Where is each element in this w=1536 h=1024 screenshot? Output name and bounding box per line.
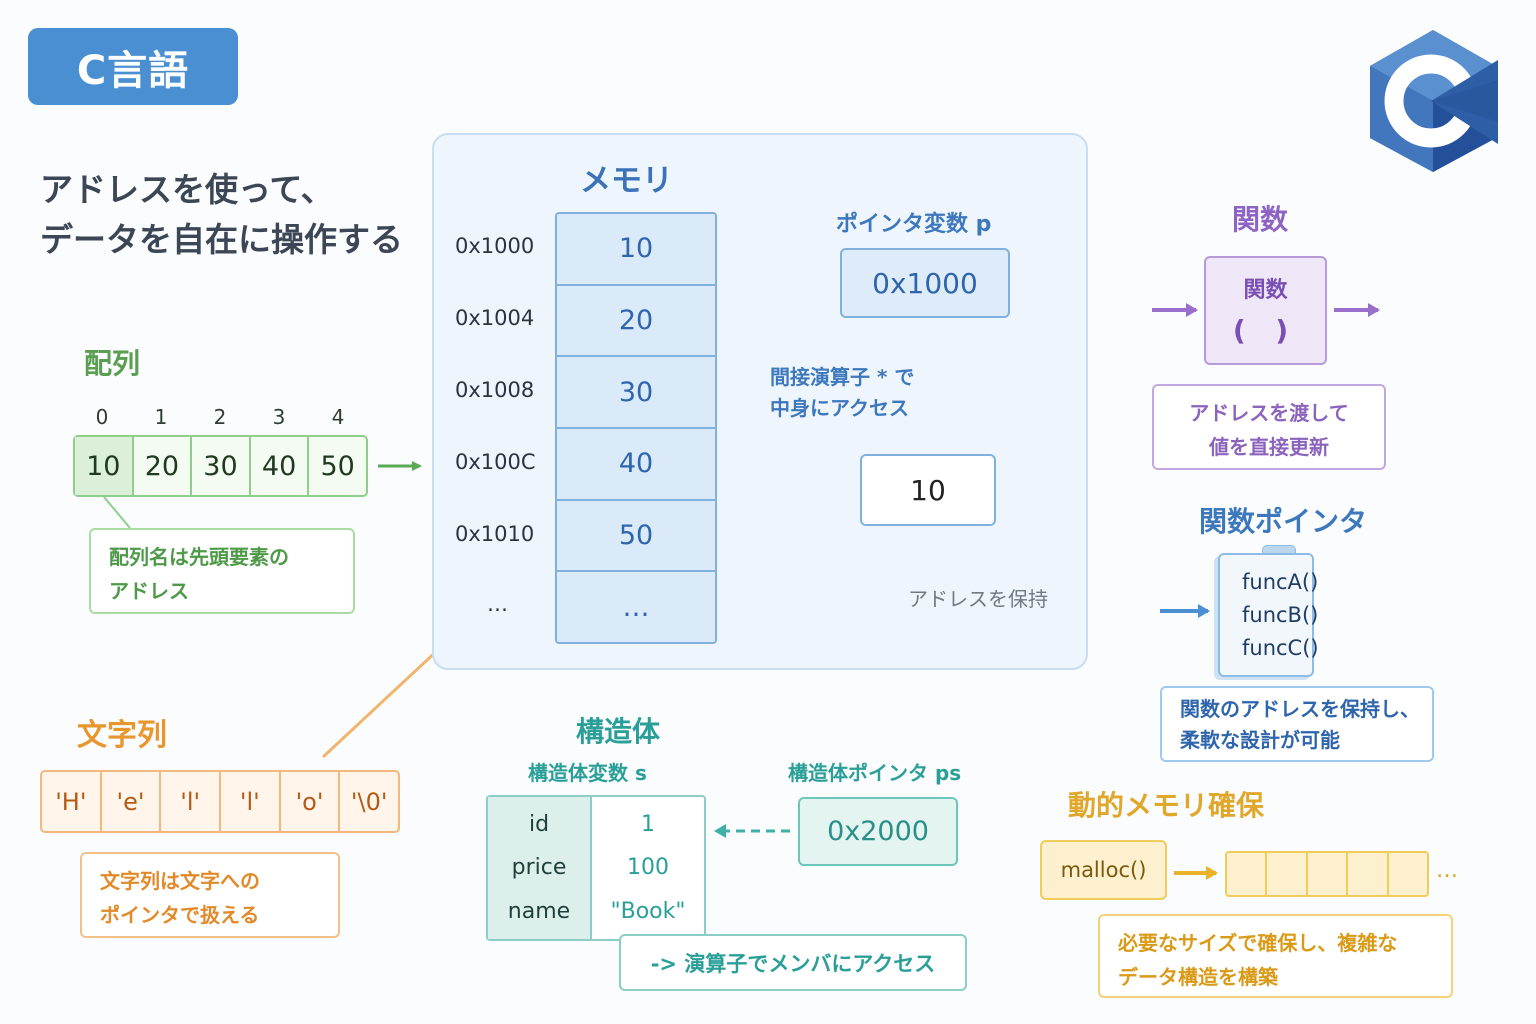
- array-cell: 10: [75, 437, 134, 495]
- c-language-logo: [1370, 30, 1498, 172]
- string-title: 文字列: [77, 718, 167, 753]
- malloc-box: malloc(): [1040, 840, 1167, 900]
- function-title: 関数: [1232, 203, 1289, 236]
- struct-field-name: price: [511, 855, 567, 881]
- array-index-3: 3: [272, 405, 286, 429]
- struct-field-value: "Book": [610, 898, 686, 924]
- struct-field-value: 1: [641, 812, 655, 838]
- function-note-line: 値を直接更新: [1209, 435, 1329, 459]
- struct-field-name: name: [507, 898, 571, 924]
- memory-address: 0x100C: [455, 450, 536, 474]
- struct-pointer-label: 構造体ポインタ ps: [788, 761, 962, 785]
- memory-address: 0x1000: [455, 234, 535, 258]
- dynamic-memory-note-line: 必要なサイズで確保し、複雑な: [1118, 931, 1398, 955]
- array-title: 配列: [84, 347, 141, 380]
- function-box-label: 関数: [1243, 277, 1288, 303]
- array-index-2: 2: [213, 405, 227, 429]
- heap-cell: [1227, 853, 1268, 895]
- string-cells: 'H' 'e' 'l' 'l' 'o' '\0': [40, 770, 400, 833]
- function-pointer-note-line: 関数のアドレスを保持し、: [1180, 697, 1420, 721]
- function-pointer-item: funcA(): [1242, 569, 1319, 594]
- function-pointer-title: 関数ポインタ: [1199, 505, 1368, 538]
- memory-cell: 30: [557, 357, 715, 430]
- array-index-0: 0: [95, 405, 109, 429]
- dynamic-memory-note-line: データ構造を構築: [1118, 965, 1278, 989]
- memory-address: …: [487, 592, 508, 616]
- struct-field-values: 1 100 "Book": [592, 797, 704, 939]
- headline-line-1: アドレスを使って、: [40, 170, 334, 209]
- string-char-cell: 'l': [221, 772, 281, 831]
- dereferenced-value-box: 10: [860, 454, 996, 526]
- array-cell: 40: [251, 437, 310, 495]
- memory-panel: [432, 133, 1088, 670]
- pointer-variable-box: 0x1000: [840, 248, 1010, 318]
- pointer-variable-label: ポインタ変数 p: [836, 212, 992, 237]
- function-pointer-item: funcB(): [1242, 602, 1319, 627]
- memory-cell: 20: [557, 286, 715, 358]
- array-cells: 10 20 30 40 50: [73, 435, 368, 497]
- struct-pointer-box: 0x2000: [798, 797, 958, 866]
- string-note-line: ポインタで扱える: [100, 903, 260, 927]
- memory-cell: 50: [557, 501, 715, 573]
- heap-block: [1225, 851, 1429, 897]
- function-box: 関数 ( ): [1204, 256, 1327, 365]
- memory-address: 0x1008: [455, 378, 535, 402]
- array-index-4: 4: [331, 405, 345, 429]
- array-cell: 50: [320, 450, 355, 482]
- function-note-line: アドレスを渡して: [1189, 401, 1349, 425]
- memory-address: 0x1010: [455, 522, 535, 546]
- array-cell: 20: [134, 437, 193, 495]
- heap-cell: [1348, 853, 1389, 895]
- string-char-cell: 'H': [42, 772, 102, 831]
- heap-continuation-dots: …: [1436, 858, 1460, 883]
- struct-field-name: id: [528, 812, 550, 838]
- function-pointer-item: funcC(): [1242, 635, 1319, 660]
- function-pointer-note: 関数のアドレスを保持し、 柔軟な設計が可能: [1160, 686, 1434, 762]
- struct-field-names: id price name: [488, 797, 592, 939]
- heap-cell: [1389, 853, 1427, 895]
- dereference-note: 間接演算子 * で 中身にアクセス: [770, 362, 914, 424]
- holds-address-note: アドレスを保持: [908, 587, 1048, 611]
- string-note-line: 文字列は文字への: [100, 869, 260, 893]
- struct-arrow-operator-note: -> 演算子でメンバにアクセス: [619, 934, 967, 991]
- dynamic-memory-note: 必要なサイズで確保し、複雑な データ構造を構築: [1098, 914, 1453, 998]
- array-index-1: 1: [154, 405, 168, 429]
- function-note: アドレスを渡して 値を直接更新: [1152, 384, 1386, 470]
- headline: アドレスを使って、 データを自在に操作する: [40, 165, 440, 265]
- dynamic-memory-title: 動的メモリ確保: [1068, 789, 1265, 822]
- array-cell: 30: [192, 437, 251, 495]
- memory-cell: 10: [557, 214, 715, 286]
- memory-cells: 10 20 30 40 50 …: [555, 212, 717, 644]
- array-note: 配列名は先頭要素の アドレス: [89, 528, 355, 614]
- string-char-cell: 'e': [102, 772, 162, 831]
- headline-line-2: データを自在に操作する: [40, 220, 403, 259]
- heap-cell: [1308, 853, 1349, 895]
- dereference-note-line: 間接演算子 * で: [770, 365, 915, 389]
- struct-field-value: 100: [627, 855, 669, 881]
- heap-cell: [1267, 853, 1308, 895]
- memory-address: 0x1004: [455, 306, 535, 330]
- dereference-note-line: 中身にアクセス: [770, 396, 909, 420]
- function-box-parens: ( ): [1232, 313, 1299, 347]
- function-pointer-note-line: 柔軟な設計が可能: [1180, 728, 1340, 752]
- memory-title: メモリ: [580, 163, 673, 199]
- string-note: 文字列は文字への ポインタで扱える: [80, 852, 340, 938]
- memory-cell: 40: [557, 429, 715, 501]
- string-char-cell: 'o': [281, 772, 341, 831]
- string-char-cell: 'l': [161, 772, 222, 831]
- struct-variable-label: 構造体変数 s: [528, 761, 647, 785]
- array-note-line: 配列名は先頭要素の: [109, 545, 289, 569]
- string-char-cell: '\0': [350, 787, 388, 816]
- array-note-line: アドレス: [109, 579, 189, 603]
- struct-table: id price name 1 100 "Book": [486, 795, 706, 941]
- function-pointer-list: funcA() funcB() funcC(): [1218, 553, 1319, 677]
- struct-title: 構造体: [576, 715, 661, 748]
- memory-cell: …: [622, 591, 650, 623]
- c-language-badge: C言語: [28, 28, 238, 105]
